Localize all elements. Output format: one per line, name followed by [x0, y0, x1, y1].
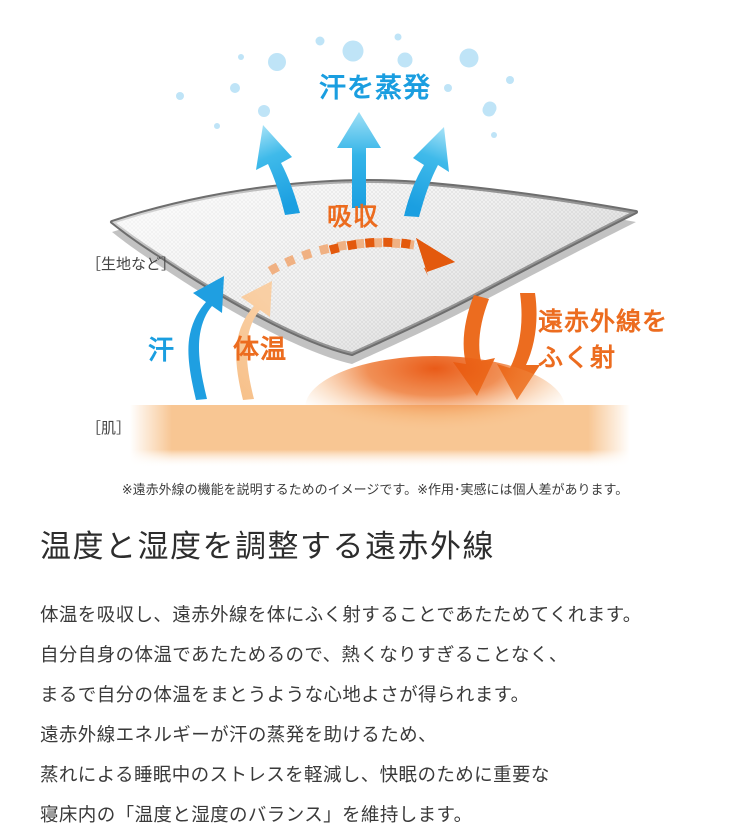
label-fabric-bracket: ［生地など］ [86, 256, 177, 273]
body-line: 自分自身の体温であたためるので、熱くなりすぎることなく、 [40, 644, 568, 666]
label-sweat: 汗 [148, 335, 175, 365]
sweat-curved-arrow-icon [188, 276, 224, 400]
article-text-block: 温度と湿度を調整する遠赤外線 体温を吸収し、遠赤外線を体にふく射することであたた… [0, 510, 750, 835]
label-absorb: 吸収 [327, 203, 380, 231]
body-line: 遠赤外線エネルギーが汗の蒸発を助けるため、 [40, 724, 437, 746]
body-line: 寝床内の「温度と湿度のバランス」を維持します。 [40, 804, 473, 826]
skin-layer [130, 356, 630, 467]
label-infrared-radiation: 遠赤外線を ふく射 [538, 305, 668, 376]
body-line: 蒸れによる睡眠中のストレスを軽減し、快眠のために重要な [40, 764, 550, 786]
label-infrared-line1: 遠赤外線を [538, 308, 669, 336]
far-infrared-diagram: 汗を蒸発 吸収 汗 体温 遠赤外線を ふく射 ［生地など］ ［肌］ ※遠赤外線の… [86, 33, 668, 497]
article-body: 体温を吸収し、遠赤外線を体にふく射することであたためてくれます。 自分自身の体温… [40, 595, 750, 835]
label-skin-bracket: ［肌］ [86, 420, 132, 437]
diagram-illustration [110, 33, 638, 467]
absorb-dashed-arrow-icon [267, 237, 455, 276]
label-evaporate: 汗を蒸発 [319, 73, 431, 103]
body-line: 体温を吸収し、遠赤外線を体にふく射することであたためてくれます。 [40, 604, 642, 626]
page-title: 温度と湿度を調整する遠赤外線 [40, 529, 495, 564]
label-body-temperature: 体温 [233, 334, 288, 364]
body-line: まるで自分の体温をまとうような心地よさが得られます。 [40, 684, 530, 706]
diagram-disclaimer: ※遠赤外線の機能を説明するためのイメージです。※作用･実感には個人差があります。 [121, 482, 629, 497]
bodytemp-curved-arrow-icon [236, 281, 272, 400]
water-droplet-dots-icon [176, 33, 514, 138]
evaporation-arrows-icon [256, 112, 449, 217]
label-infrared-line2: ふく射 [538, 343, 617, 372]
